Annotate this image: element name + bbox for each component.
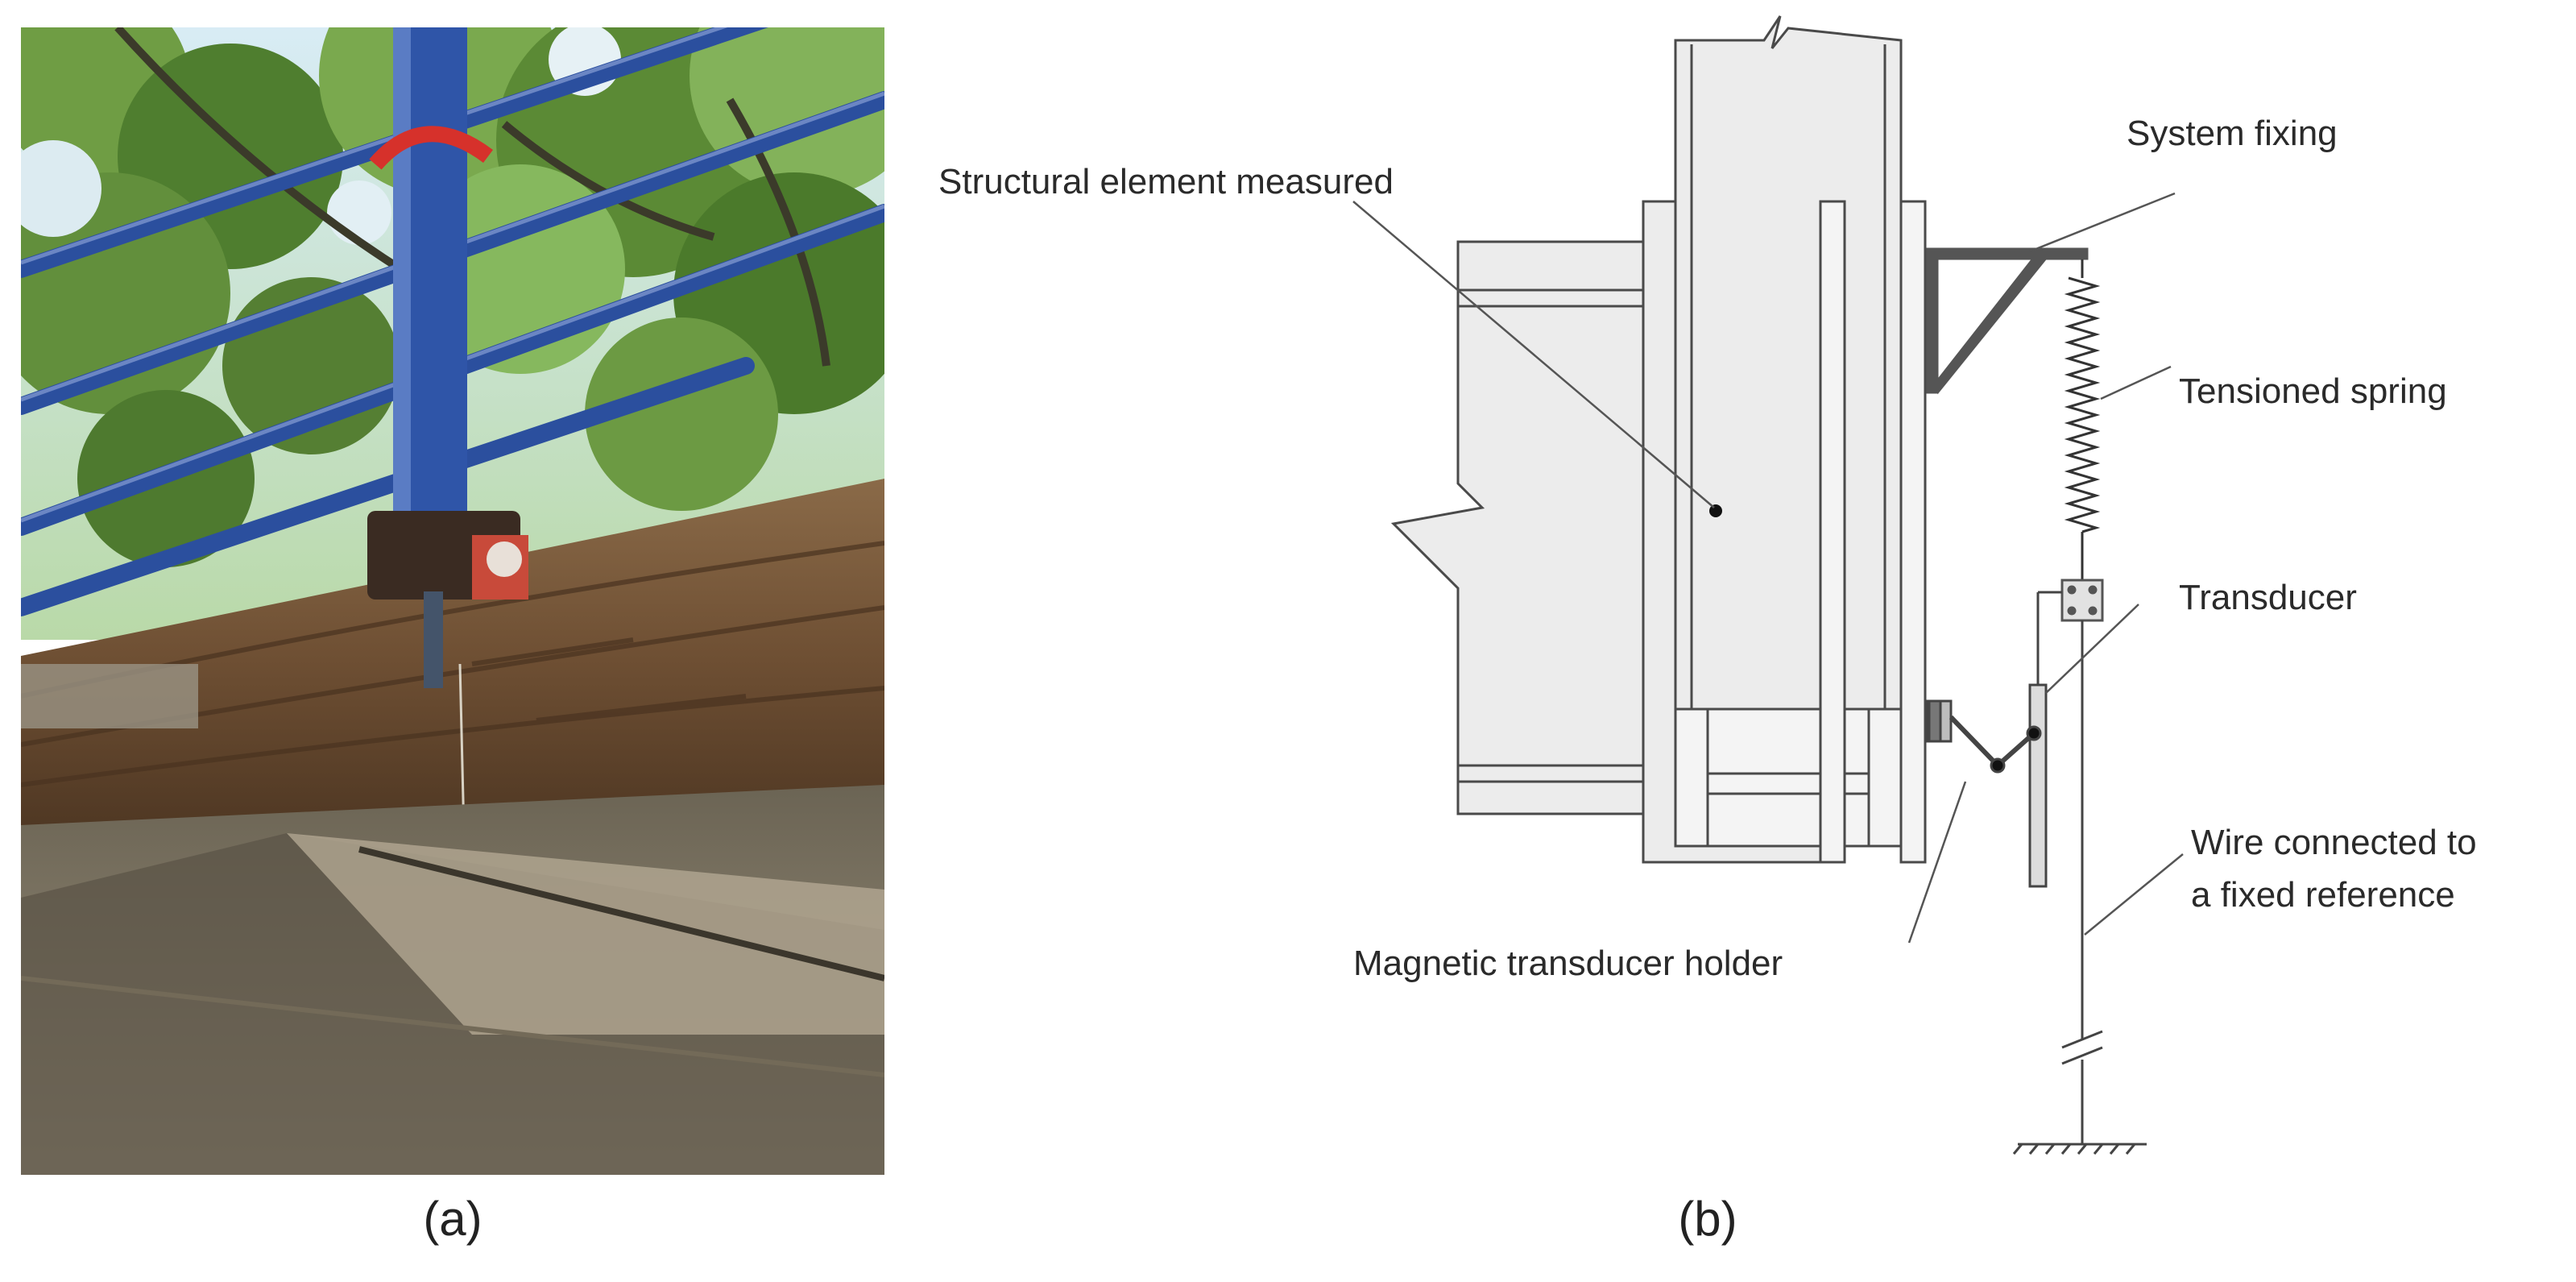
wire-connector — [2060, 579, 2104, 622]
caption-a: (a) — [423, 1192, 482, 1246]
label-transducer: Transducer — [2179, 578, 2357, 617]
ground-anchor — [2012, 1143, 2147, 1155]
timber-beam — [21, 479, 884, 841]
site-photograph — [0, 0, 931, 1176]
fixing-bracket — [1926, 247, 2089, 395]
label-wire-line1: Wire connected to — [2191, 823, 2477, 862]
red-clamp — [369, 126, 493, 170]
leader-lines — [1352, 192, 2184, 944]
foliage — [0, 0, 931, 567]
label-tensioned-spring: Tensioned spring — [2179, 371, 2447, 411]
caption-b: (b) — [1678, 1192, 1737, 1246]
magnetic-holder — [1925, 699, 2042, 774]
tensioned-spring — [2064, 259, 2101, 580]
label-system-fixing: System fixing — [2127, 114, 2338, 153]
diagram-panel: Structural element measured System fixin… — [902, 0, 2576, 1278]
measurement-point — [1709, 504, 1722, 517]
transducer-device — [367, 511, 528, 688]
reference-wire-line — [2061, 620, 2103, 1144]
beam-section — [1390, 240, 1645, 815]
label-magnetic-holder: Magnetic transducer holder — [1353, 944, 1783, 983]
photo-panel — [0, 0, 931, 1176]
label-wire-line2: a fixed reference — [2191, 875, 2455, 915]
label-structural-element: Structural element measured — [938, 162, 1394, 201]
measurement-schematic: Structural element measured System fixin… — [938, 15, 2477, 1155]
